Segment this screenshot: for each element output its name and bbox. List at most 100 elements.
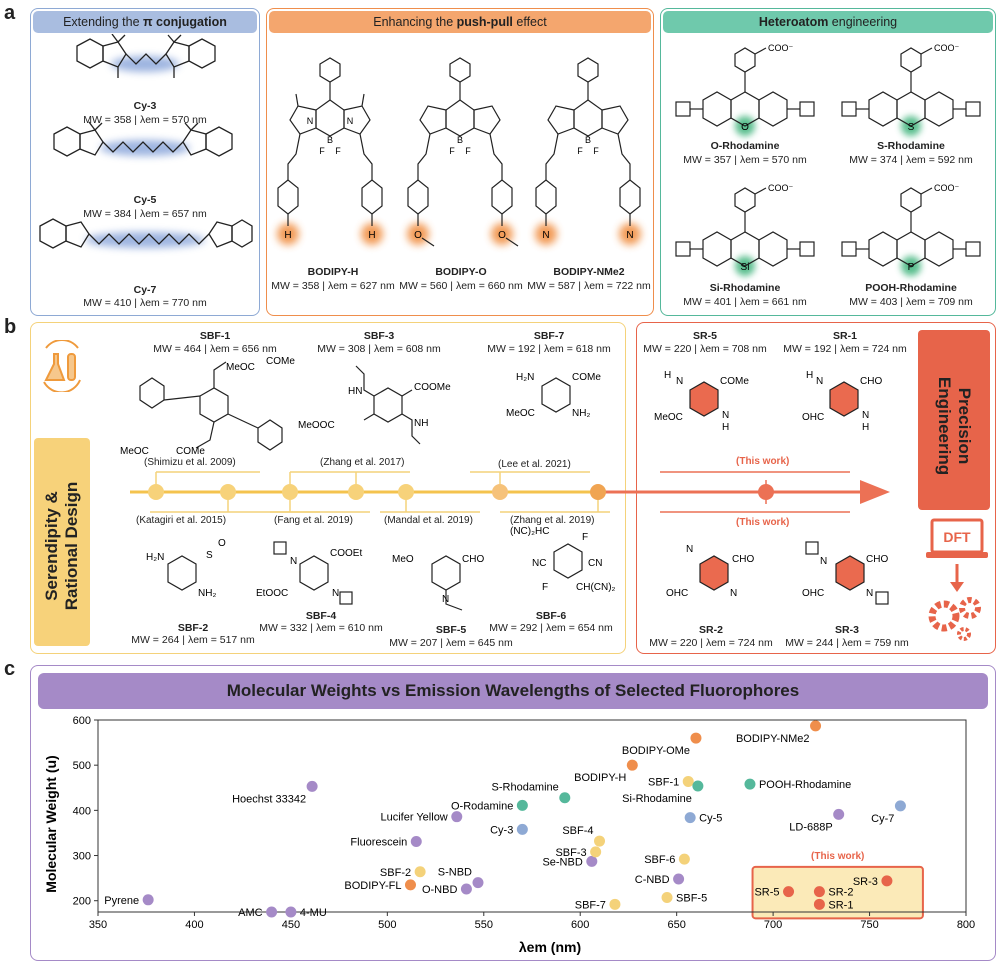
- si-rhodamine-name: Si-Rhodamine: [709, 282, 781, 294]
- o-rhod-atom: O: [741, 122, 749, 133]
- point-label-ld-688p: LD-688P: [789, 821, 832, 833]
- rhodamine-structures: O COO⁻ S COO⁻ Si COO⁻: [675, 43, 981, 276]
- cy7-props: MW = 410 | λem = 770 nm: [83, 297, 207, 309]
- sr1-g0: CHO: [860, 376, 882, 387]
- x-tick-label: 400: [185, 919, 203, 931]
- point-c-nbd: [673, 873, 685, 885]
- bodipy-header: Enhancing the push-pull effect: [269, 11, 651, 33]
- sbf5-g1: CHO: [462, 554, 484, 565]
- sbf1-structure: [139, 361, 283, 451]
- sr5-g0: COMe: [720, 376, 749, 387]
- s-rhod-atom: S: [908, 122, 915, 133]
- sr2-g0: CHO: [732, 554, 754, 565]
- point-label-bodipy-nme2: BODIPY-NMe2: [736, 733, 810, 745]
- sbf2-g2: O: [218, 538, 226, 549]
- point-cy-5: [684, 812, 696, 824]
- sr1-g2: N: [816, 376, 823, 387]
- sbf3-props: MW = 308 | λem = 608 nm: [317, 343, 441, 355]
- point-fluorescein: [410, 836, 422, 848]
- bodipy-h-name: BODIPY-H: [307, 266, 359, 278]
- point-label-sr-3: SR-3: [853, 876, 878, 888]
- pooh-rhodamine-props: MW = 403 | λem = 709 nm: [849, 296, 973, 308]
- this-work-chart-label: (This work): [811, 851, 864, 862]
- pooh-rhod-coo: COO⁻: [934, 183, 960, 193]
- sr3-g2: N: [820, 556, 827, 567]
- svg-text:F: F: [335, 146, 341, 156]
- bodipy-box: [266, 8, 654, 316]
- point-s-rhodamine: [559, 792, 571, 804]
- svg-text:F: F: [319, 146, 325, 156]
- s-rhodamine-props: MW = 374 | λem = 592 nm: [849, 154, 973, 166]
- si-rhod-atom: Si: [741, 262, 750, 273]
- sbf4-g0: COOEt: [330, 548, 362, 559]
- cyanine-structures: [39, 34, 253, 249]
- timeline-node-sbf4: [282, 484, 298, 500]
- bodipy-nme2-structure: B F F: [535, 57, 641, 245]
- panel-b-structures: MeOC COMe MeOC COMe COOMe MeOOC HN NH H₂…: [120, 356, 889, 611]
- cite-lee: (Lee et al. 2021): [498, 459, 571, 470]
- cite-fang: (Fang et al. 2019): [274, 515, 353, 526]
- cite-katagiri: (Katagiri et al. 2015): [136, 515, 227, 526]
- point-sbf-1: [682, 775, 694, 787]
- point-label-sbf-7: SBF-7: [575, 899, 606, 911]
- sr5-structure: [689, 381, 719, 417]
- sbf7-g0: H₂N: [516, 372, 534, 383]
- point-sbf-5: [661, 892, 673, 904]
- cyanine-box: [30, 8, 260, 316]
- sr2-structure: [699, 555, 729, 591]
- sr3-g0: CHO: [866, 554, 888, 565]
- s-rhodamine-name: S-Rhodamine: [877, 140, 945, 152]
- point-label-cy-3: Cy-3: [490, 824, 513, 836]
- cite-zhang-2019: (Zhang et al. 2019): [510, 515, 595, 526]
- sbf1-g1: COMe: [266, 356, 295, 367]
- timeline-node-sr: [758, 484, 774, 500]
- bodipy-o-name: BODIPY-O: [435, 266, 487, 278]
- sbf6-structure: [553, 543, 583, 579]
- sbf3-structure: [355, 365, 421, 445]
- point-sr-5: [783, 886, 795, 898]
- point-label-sr-2: SR-2: [828, 887, 853, 899]
- bodipy-o-sub-left: O: [414, 230, 422, 241]
- sbf2-g0: H₂N: [146, 552, 164, 563]
- x-tick-label: 350: [89, 919, 107, 931]
- sbf7-g3: NH₂: [572, 408, 590, 419]
- si-rhodamine-props: MW = 401 | λem = 661 nm: [683, 296, 807, 308]
- sbf5-name: SBF-5: [435, 624, 467, 636]
- sr2-g3: N: [730, 588, 737, 599]
- sbf6-g0: (NC)₂HC: [510, 526, 549, 537]
- point-label-sr-1: SR-1: [828, 899, 853, 911]
- point-label-amc: AMC: [238, 907, 263, 919]
- sr5-name: SR-5: [693, 330, 717, 342]
- point-label-o-nbd: O-NBD: [422, 884, 458, 896]
- x-tick-label: 500: [378, 919, 396, 931]
- dft-label: DFT: [943, 529, 971, 545]
- sbf2-g3: S: [206, 550, 213, 561]
- sbf2-g1: NH₂: [198, 588, 216, 599]
- point-label-pooh-rhodamine: POOH-Rhodamine: [759, 779, 851, 791]
- sbf2-props: MW = 264 | λem = 517 nm: [131, 634, 255, 646]
- sbf7-g1: COMe: [572, 372, 601, 383]
- sbf4-g1: EtOOC: [256, 588, 288, 599]
- sbf3-g0: COOMe: [414, 382, 451, 393]
- x-tick-label: 800: [957, 919, 975, 931]
- serendipity-side-bar: [34, 438, 90, 646]
- chart-title: Molecular Weights vs Emission Wavelength…: [38, 673, 988, 709]
- point-label-sbf-2: SBF-2: [380, 867, 411, 879]
- o-rhodamine-name: O-Rhodamine: [710, 140, 780, 152]
- sr1-name: SR-1: [833, 330, 857, 342]
- cyanine-header-pre: Extending the: [63, 15, 144, 29]
- point-pyrene: [142, 894, 154, 906]
- sr1-props: MW = 192 | λem = 724 nm: [783, 343, 907, 355]
- sbf4-name: SBF-4: [305, 610, 337, 622]
- cy3-structure: [76, 34, 216, 78]
- sbf1-g0: MeOC: [226, 362, 255, 373]
- sbf6-g4: F: [542, 582, 548, 593]
- point-label-o-rodamine: O-Rodamine: [451, 800, 513, 812]
- serendipity-box: [30, 322, 626, 654]
- svg-text:F: F: [577, 146, 583, 156]
- timeline-node-sbf5: [398, 484, 414, 500]
- bodipy-structures: B F F N N B F F B F: [277, 57, 641, 247]
- bodipy-h-structure: B F F N N: [277, 57, 383, 245]
- sr3-props: MW = 244 | λem = 759 nm: [785, 637, 909, 649]
